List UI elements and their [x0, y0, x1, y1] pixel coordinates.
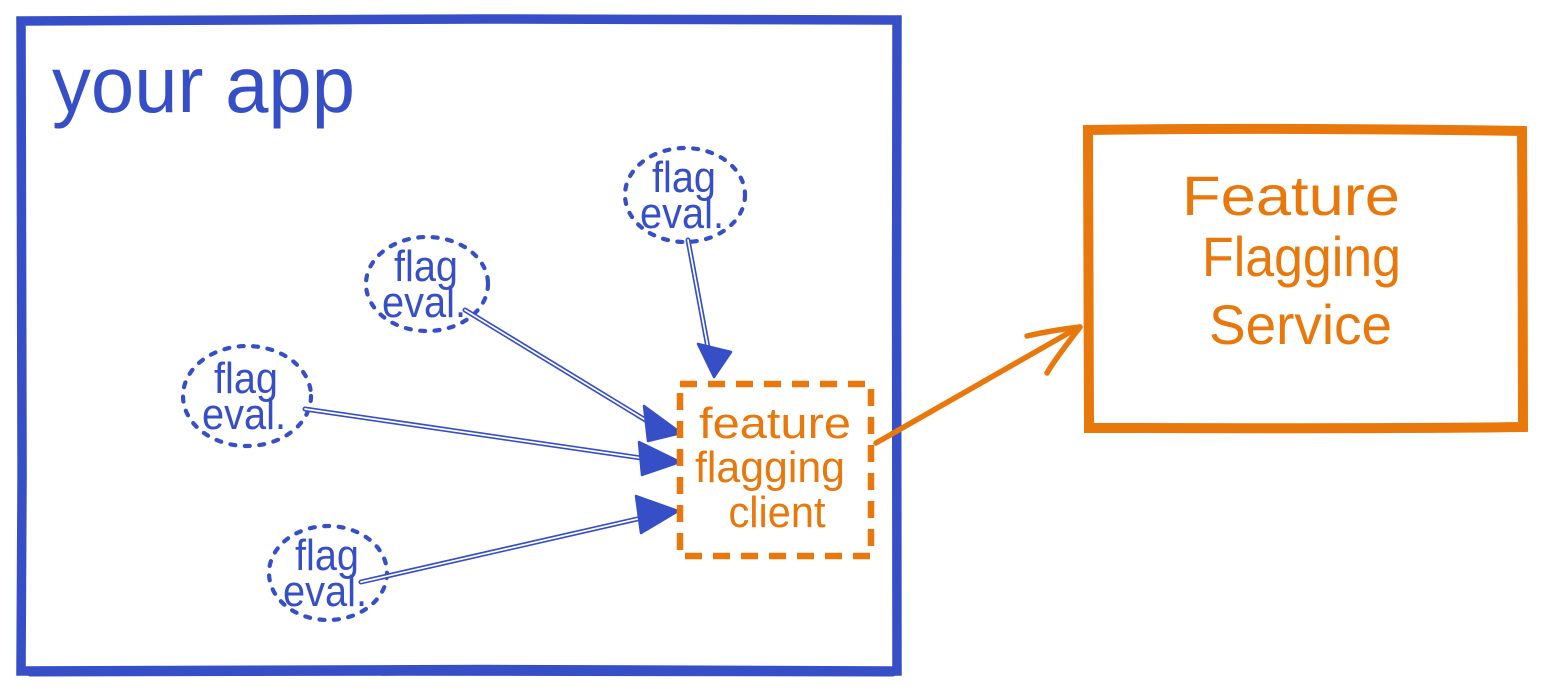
svg-text:flagging: flagging	[695, 443, 845, 492]
svg-text:eval.: eval.	[283, 567, 367, 616]
svg-text:flag: flag	[214, 354, 278, 403]
svg-text:feature: feature	[699, 399, 851, 448]
svg-text:Flagging: Flagging	[1202, 225, 1401, 288]
svg-text:eval.: eval.	[202, 390, 286, 439]
svg-text:eval.: eval.	[640, 189, 724, 238]
svg-text:client: client	[729, 488, 826, 537]
svg-text:flag: flag	[295, 531, 359, 580]
svg-text:flag: flag	[394, 242, 458, 291]
svg-text:Feature: Feature	[1182, 164, 1400, 227]
svg-text:flag: flag	[652, 153, 716, 202]
svg-text:Service: Service	[1209, 293, 1392, 356]
svg-text:your app: your app	[52, 40, 355, 129]
svg-text:eval.: eval.	[382, 278, 466, 327]
